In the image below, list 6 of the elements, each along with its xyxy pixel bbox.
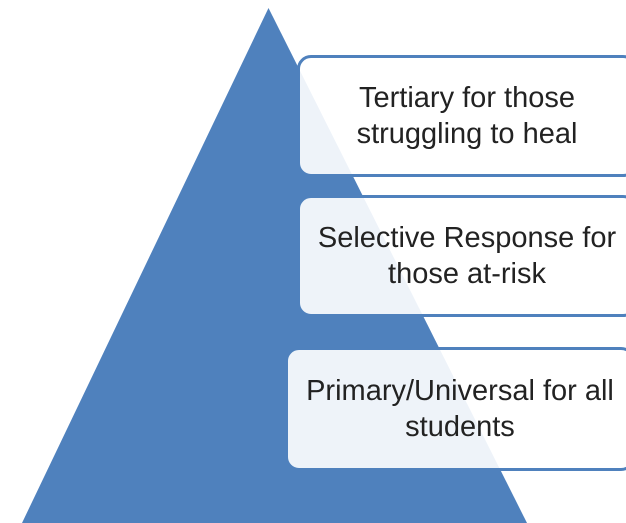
tier-box [297, 55, 626, 177]
tier-box [297, 195, 626, 317]
tier-label: Selective Response for those at-risk [316, 221, 618, 292]
tier-label: Tertiary for those struggling to heal [356, 81, 578, 152]
tier-label: Primary/Universal for all students [305, 374, 615, 445]
tier-box [285, 347, 626, 471]
